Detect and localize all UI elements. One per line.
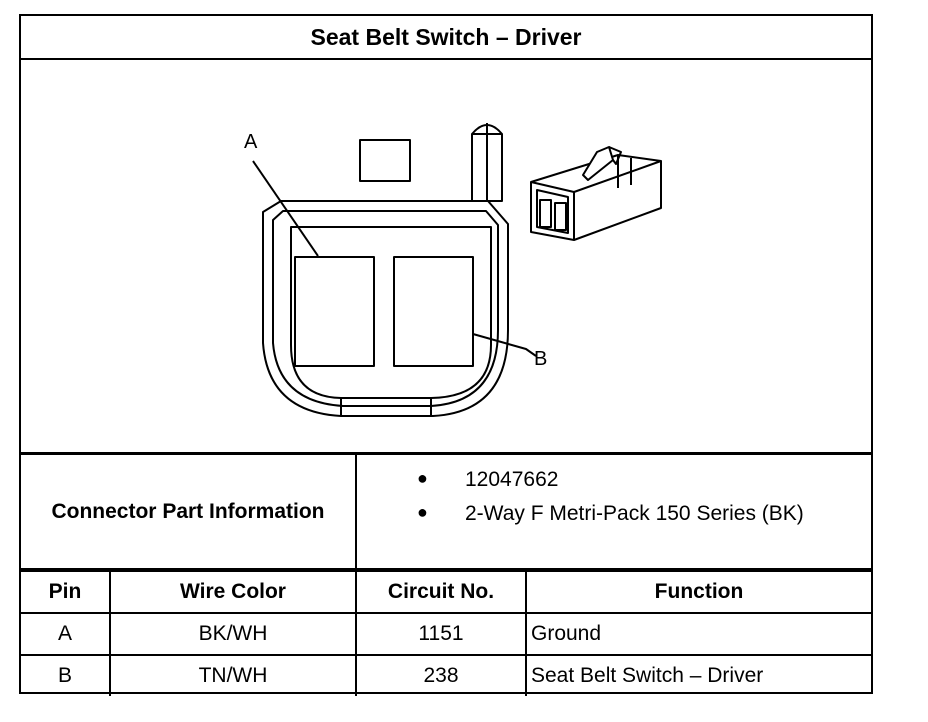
connector-part-info-label: Connector Part Information — [21, 455, 357, 568]
sheet-title: Seat Belt Switch – Driver — [21, 16, 871, 60]
part-number: 12047662 — [465, 468, 559, 491]
bullet-icon: ● — [417, 468, 428, 488]
cell-function: Ground — [525, 612, 871, 656]
cell-pin: A — [21, 612, 111, 656]
connector-part-info: Connector Part Information ● 12047662 ● … — [21, 452, 871, 570]
header-function: Function — [525, 570, 871, 614]
header-wire-color: Wire Color — [109, 570, 357, 614]
cell-wire-color: TN/WH — [109, 654, 357, 696]
header-pin: Pin — [21, 570, 111, 614]
table-header-row: Pin Wire Color Circuit No. Function — [21, 570, 871, 614]
cavity-pin-a — [294, 256, 375, 367]
connector-drawing — [252, 123, 662, 417]
bullet-icon: ● — [417, 502, 428, 522]
cavity-pin-b — [393, 256, 474, 367]
cell-pin: B — [21, 654, 111, 696]
cell-wire-color: BK/WH — [109, 612, 357, 656]
connector-diagram: A B — [21, 60, 871, 452]
connector-info-sheet: Seat Belt Switch – Driver — [19, 14, 873, 696]
cell-circuit-no: 238 — [355, 654, 527, 696]
pin-table: Pin Wire Color Circuit No. Function A BK… — [21, 570, 871, 696]
cell-circuit-no: 1151 — [355, 612, 527, 656]
connector-description: 2-Way F Metri-Pack 150 Series (BK) — [465, 502, 804, 525]
callout-a-label: A — [244, 131, 258, 153]
header-circuit-no: Circuit No. — [355, 570, 527, 614]
connector-pictogram — [530, 146, 662, 241]
locking-tab — [359, 139, 411, 182]
cell-function: Seat Belt Switch – Driver — [525, 654, 871, 696]
callout-b-label: B — [534, 348, 548, 370]
connector-part-list: ● 12047662 ● 2-Way F Metri-Pack 150 Seri… — [357, 455, 871, 568]
callout-b-leader — [472, 333, 537, 357]
callout-a-leader — [252, 160, 319, 257]
table-row: A BK/WH 1151 Ground — [21, 612, 871, 656]
table-row: B TN/WH 238 Seat Belt Switch – Driver — [21, 654, 871, 696]
